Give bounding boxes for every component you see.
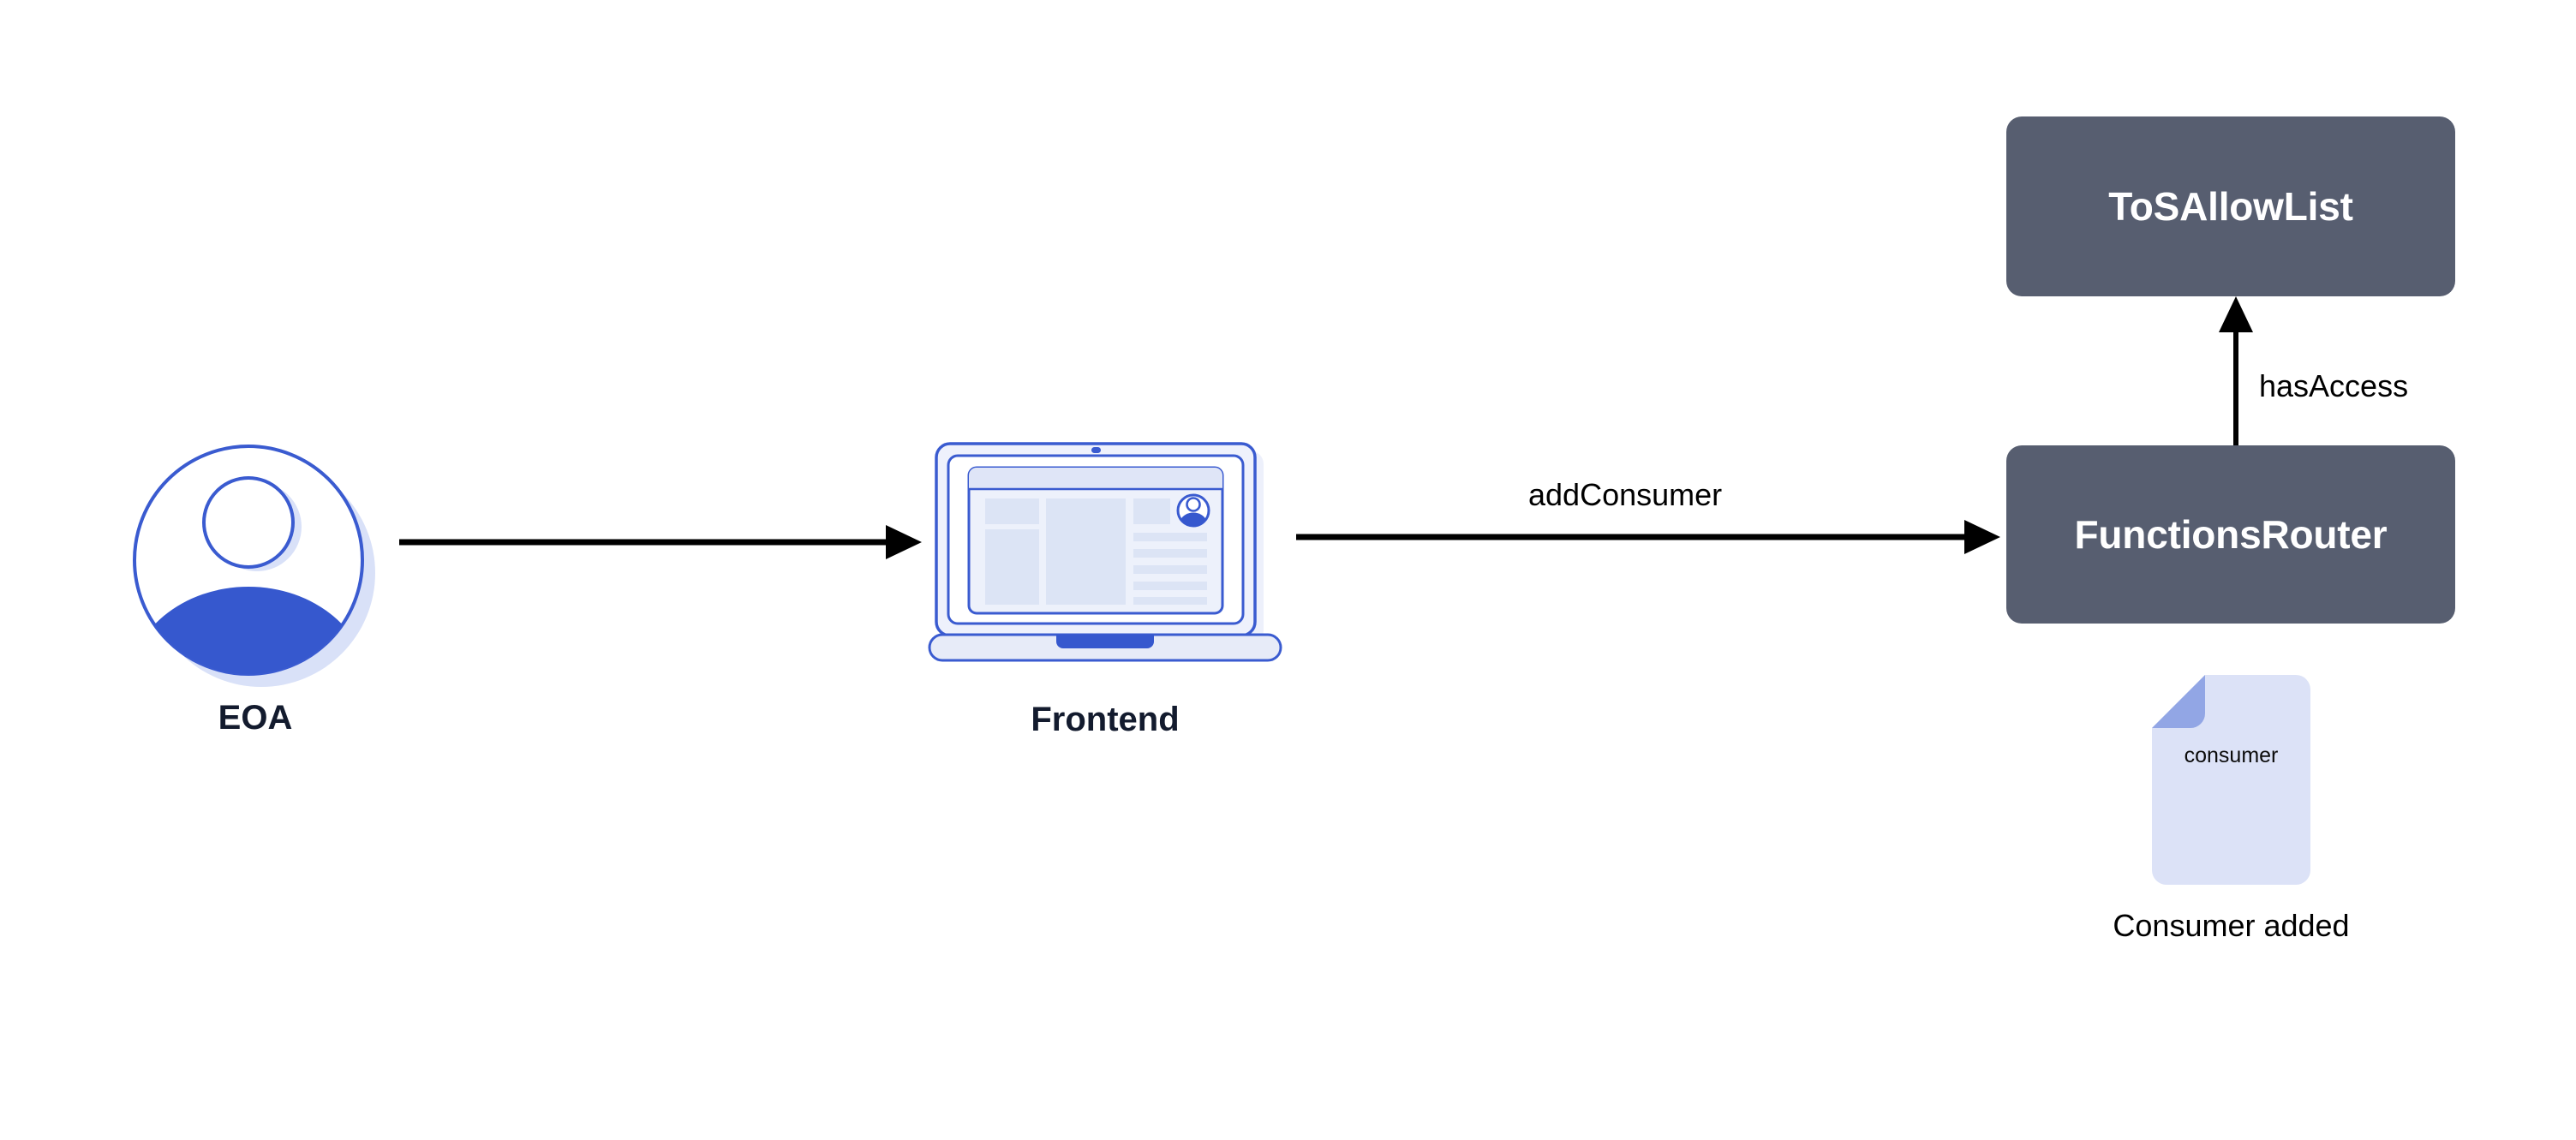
node-consumer-document[interactable]: consumer (2152, 675, 2310, 885)
node-tos-allow-list[interactable]: ToSAllowList (2006, 116, 2455, 296)
edge-label-add-consumer: addConsumer (1528, 477, 1723, 512)
screen-avatar-icon (1176, 493, 1210, 528)
edge-router-to-tos-allow-list (2219, 296, 2253, 449)
edge-label-has-access: hasAccess (2259, 368, 2409, 403)
document-inner-label: consumer (2184, 743, 2279, 767)
user-avatar-icon (133, 445, 375, 687)
node-frontend-label: Frontend (1031, 701, 1180, 738)
node-eoa[interactable] (127, 439, 384, 695)
node-functions-router-label: FunctionsRouter (2074, 512, 2388, 557)
node-eoa-label: EOA (218, 699, 293, 737)
document-icon (2152, 675, 2310, 885)
node-frontend[interactable] (921, 428, 1289, 685)
node-tos-allow-list-label: ToSAllowList (2108, 184, 2353, 229)
node-functions-router[interactable]: FunctionsRouter (2006, 445, 2455, 624)
edge-frontend-to-router (1296, 520, 2000, 554)
node-consumer-document-caption: Consumer added (2113, 908, 2350, 943)
edge-eoa-to-frontend (399, 525, 922, 559)
laptop-icon (928, 442, 1282, 662)
